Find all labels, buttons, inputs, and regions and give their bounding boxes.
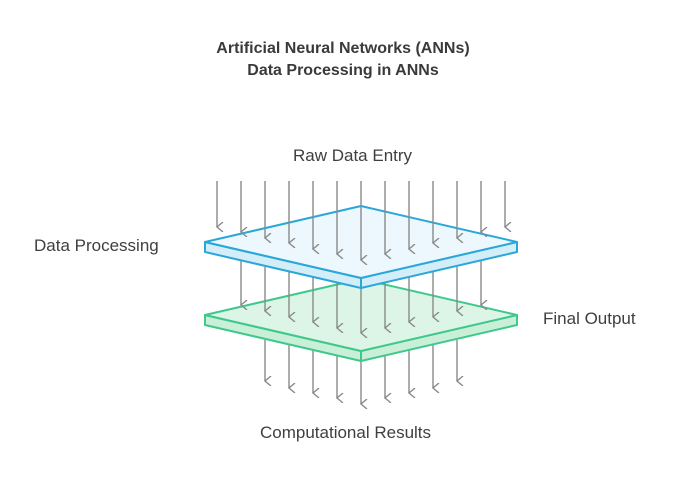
label-data-processing: Data Processing xyxy=(34,236,159,255)
diagram-title-line1: Artificial Neural Networks (ANNs) xyxy=(216,40,470,57)
processing-arrows xyxy=(241,261,481,333)
diagram-title-line2: Data Processing in ANNs xyxy=(247,62,439,79)
label-final-output: Final Output xyxy=(543,309,636,328)
input-arrows xyxy=(217,181,505,260)
label-raw-data-entry: Raw Data Entry xyxy=(293,146,413,165)
label-computational-results: Computational Results xyxy=(260,423,432,442)
output-arrows xyxy=(265,340,457,404)
